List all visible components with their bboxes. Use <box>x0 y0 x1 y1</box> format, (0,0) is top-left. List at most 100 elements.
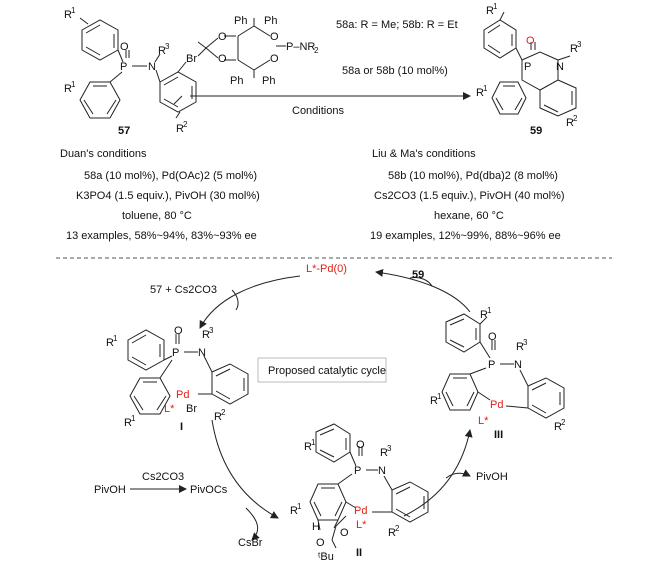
svg-text:1: 1 <box>71 6 76 15</box>
atom-P-II: P <box>354 465 361 477</box>
duan-line4: 13 examples, 58%~94%, 83%~93% ee <box>66 230 257 242</box>
arrow-III-to-pd0 <box>375 268 471 313</box>
atom-PNR2: P–NR <box>286 41 315 53</box>
compound-59-label: 59 <box>530 125 542 137</box>
atom-Pd-I: Pd <box>176 389 189 401</box>
atom-O-III: O <box>488 331 497 343</box>
atom-R1-IIIb: R <box>430 395 438 407</box>
svg-text:2: 2 <box>221 408 226 417</box>
catalyst-label: L*-Pd(0) <box>306 263 347 275</box>
atom-R1-Ia: R <box>106 337 114 349</box>
ligand-structure <box>197 18 286 78</box>
atom-N-57: N <box>148 61 156 73</box>
svg-text:2: 2 <box>395 524 400 533</box>
product-out-label: 59 <box>412 269 424 281</box>
cycle-center-label: Proposed catalytic cycle <box>268 365 386 377</box>
atom-O-II: O <box>356 439 365 451</box>
cs2co3-label: Cs2CO3 <box>142 471 184 483</box>
svg-text:2: 2 <box>573 114 578 123</box>
atom-H-II: H <box>312 521 320 533</box>
intermediate-III <box>441 313 565 419</box>
liu-line4: 19 examples, 12%~99%, 88%~96% ee <box>370 230 561 242</box>
svg-text:1: 1 <box>437 392 442 401</box>
atom-L-I: L* <box>164 403 175 415</box>
svg-text:3: 3 <box>165 42 170 51</box>
atom-R2-II: R <box>388 527 396 539</box>
csbr-label: CsBr <box>238 537 263 549</box>
atom-tBu-II: ᵗBu <box>318 551 334 563</box>
atom-R1-59b: R <box>476 87 484 99</box>
liu-line2: Cs2CO3 (1.5 equiv.), PivOH (40 mol%) <box>374 190 565 202</box>
atom-R1-59a: R <box>486 5 494 17</box>
svg-text:3: 3 <box>387 444 392 453</box>
intermediate-I <box>127 329 249 415</box>
atom-Br-I: Br <box>186 403 197 415</box>
svg-text:1: 1 <box>487 306 492 315</box>
atom-R2-57: R <box>176 123 184 135</box>
atom-N-59: N <box>556 61 564 73</box>
atom-L-II: L* <box>356 519 367 531</box>
svg-text:2: 2 <box>314 46 319 55</box>
svg-text:1: 1 <box>493 2 498 11</box>
atom-Ph-lig3: Ph <box>230 75 243 87</box>
atom-O-lig3: O <box>270 31 279 43</box>
intermediate-II <box>309 423 429 549</box>
arrow-II-to-III <box>403 429 473 517</box>
atom-N-I: N <box>198 347 206 359</box>
svg-text:3: 3 <box>577 40 582 49</box>
arrow-pivoh-out <box>445 469 471 479</box>
atom-P-III: P <box>488 359 495 371</box>
atom-Br-57: Br <box>186 53 197 65</box>
atom-O-II-b: O <box>340 527 349 539</box>
duan-line1: 58a (10 mol%), Pd(OAc)2 (5 mol%) <box>84 170 257 182</box>
pivocs-label: PivOCs <box>190 484 228 496</box>
svg-text:1: 1 <box>297 502 302 511</box>
atom-N-III: N <box>514 359 522 371</box>
compound-57-label: 57 <box>118 125 130 137</box>
arrow-pd0-to-I <box>199 275 301 329</box>
atom-O-lig2: O <box>218 53 227 65</box>
atom-Ph-lig2: Ph <box>264 15 277 27</box>
pivoh-out-label: PivOH <box>476 471 508 483</box>
liu-title: Liu & Ma's conditions <box>372 148 476 160</box>
atom-R1-IIa: R <box>304 441 312 453</box>
arrow-csbr-out <box>245 507 260 541</box>
atom-P-I: P <box>172 347 179 359</box>
svg-text:2: 2 <box>561 418 566 427</box>
structure-59 <box>483 11 577 117</box>
svg-text:1: 1 <box>131 414 136 423</box>
atom-O-II-a: O <box>316 537 325 549</box>
arrow-I-to-II <box>211 419 279 519</box>
svg-text:1: 1 <box>311 438 316 447</box>
ligand-loading: 58a or 58b (10 mol%) <box>342 65 448 77</box>
atom-P-59: P <box>524 61 531 73</box>
atom-R3-II: R <box>380 447 388 459</box>
atom-O-lig4: O <box>270 53 279 65</box>
atom-R3-III: R <box>516 341 524 353</box>
atom-P-57: P <box>120 61 127 73</box>
svg-text:1: 1 <box>483 84 488 93</box>
svg-text:2: 2 <box>183 120 188 129</box>
atom-R1-IIIa: R <box>480 309 488 321</box>
atom-R3-59: R <box>570 43 578 55</box>
structure-57 <box>79 17 197 119</box>
atom-O-lig1: O <box>218 31 227 43</box>
atom-N-II: N <box>378 465 386 477</box>
cycle-center-box <box>257 357 387 383</box>
atom-R2-59: R <box>566 117 574 129</box>
svg-text:3: 3 <box>209 326 214 335</box>
atom-O-I: O <box>174 325 183 337</box>
svg-text:3: 3 <box>523 338 528 347</box>
atom-Pd-II: Pd <box>354 505 367 517</box>
ligand-definition: 58a: R = Me; 58b: R = Et <box>336 19 458 31</box>
atom-Ph-lig1: Ph <box>234 15 247 27</box>
atom-R1-IIb: R <box>290 505 298 517</box>
intermediate-III-label: III <box>494 429 503 441</box>
duan-title: Duan's conditions <box>60 148 147 160</box>
atom-R1-Ib: R <box>124 417 132 429</box>
intermediate-II-label: II <box>356 547 362 559</box>
atom-R3-57: R <box>158 45 166 57</box>
duan-line2: K3PO4 (1.5 equiv.), PivOH (30 mol%) <box>76 190 260 202</box>
svg-text:1: 1 <box>71 80 76 89</box>
